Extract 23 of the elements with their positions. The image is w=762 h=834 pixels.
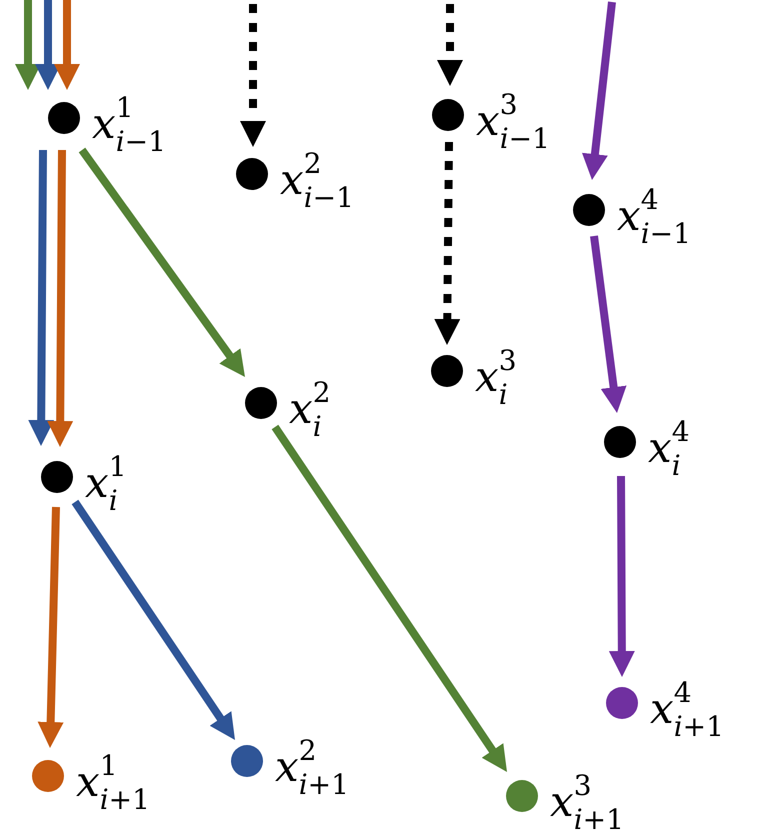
arrow bbox=[582, 2, 616, 180]
arrow bbox=[28, 150, 54, 446]
arrow bbox=[608, 476, 635, 678]
point-dot bbox=[606, 687, 638, 719]
dotted-arrow bbox=[240, 4, 266, 147]
point-dot bbox=[506, 780, 538, 812]
arrow bbox=[54, 0, 80, 90]
dotted-arrow bbox=[437, 4, 463, 86]
arrow bbox=[47, 150, 74, 448]
arrow bbox=[15, 0, 41, 90]
point-dot bbox=[236, 158, 268, 190]
point-dot bbox=[432, 99, 464, 131]
point-dot bbox=[231, 745, 263, 777]
arrow bbox=[38, 506, 64, 748]
point-dot bbox=[32, 760, 64, 792]
point-dot bbox=[604, 426, 636, 458]
point-dot bbox=[41, 461, 73, 493]
point-dot bbox=[48, 102, 80, 134]
arrow bbox=[590, 235, 627, 414]
point-dot bbox=[245, 387, 277, 419]
point-dot bbox=[573, 194, 605, 226]
dotted-arrow bbox=[434, 142, 460, 346]
point-dot bbox=[431, 355, 463, 387]
